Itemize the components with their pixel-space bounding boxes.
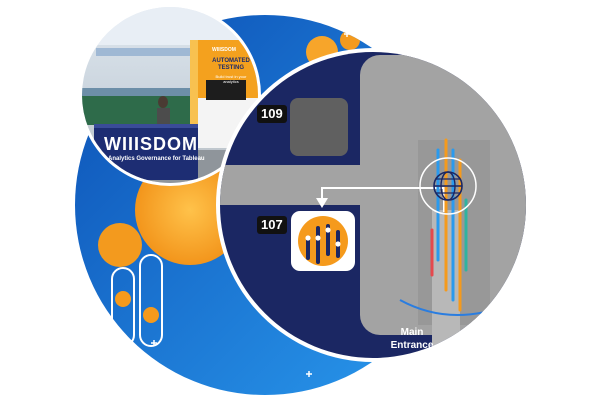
wiiisdom-app-icon [291, 211, 355, 271]
tower-title: AUTOMATED TESTING [212, 58, 250, 71]
entrance-line-1: Main [400, 327, 424, 338]
slider-knob-left [115, 291, 131, 307]
main-entrance-label: Main Entrance [372, 326, 452, 352]
globe-icon [419, 157, 477, 215]
floor-map [220, 52, 526, 358]
tower-brand: WIIISDOM [212, 47, 236, 53]
booth-number-107: 107 [257, 216, 287, 234]
slider-decoration [111, 254, 163, 347]
counter-brand: WIIISDOM [104, 134, 198, 154]
sparkle-icons [151, 31, 350, 377]
slider-knob-right [143, 307, 159, 323]
booth-number-109: 109 [257, 105, 287, 123]
counter-tagline: Analytics Governance for Tableau [108, 156, 205, 162]
tower-subtitle: Build trust in your analytics [215, 74, 247, 84]
entrance-line-2: Entrance [390, 340, 434, 351]
booth-109-block [290, 98, 348, 156]
colorful-lines [430, 138, 468, 312]
